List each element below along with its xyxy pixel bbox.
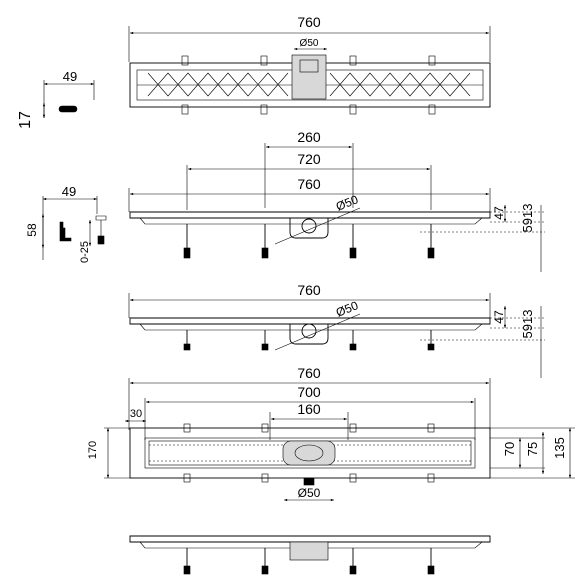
drain-body-side2 (129, 317, 491, 325)
top-view: 760 Ø50 49 17 (17, 14, 491, 129)
side-5913-view2: 5913 (520, 204, 535, 233)
side-view-3 (129, 535, 491, 575)
outlet-diameter-top: Ø50 (300, 38, 319, 49)
dim-170: 170 (87, 441, 99, 459)
side-47-view3: 47 (492, 310, 506, 324)
clip-width: 49 (63, 69, 77, 84)
outlet-top2 (282, 440, 336, 466)
dim-135: 135 (552, 437, 567, 459)
side-view-1: 260 720 760 Ø50 47 5913 (25, 129, 545, 272)
outlet-circle-side1 (301, 218, 317, 234)
drain-body-side3 (129, 535, 491, 543)
outlet-diameter-side2: Ø50 (334, 298, 361, 320)
feet-brackets-side2 (183, 330, 435, 351)
leveling-feet-side1 (183, 224, 435, 259)
dim-700: 700 (297, 384, 321, 400)
foot-width: 49 (62, 184, 76, 199)
side-5913-view3: 5913 (520, 310, 535, 339)
top-view-2: 760 700 30 160 Ø50 170 (87, 365, 575, 502)
dim-720: 720 (297, 151, 321, 167)
side-view-2: 760 Ø50 47 5913 (128, 282, 545, 378)
dim-160: 160 (297, 401, 321, 417)
outlet-circle-side2 (301, 323, 317, 339)
leveling-feet-top2 (183, 423, 435, 483)
clip-part (58, 105, 78, 113)
drain-body-side1 (129, 211, 491, 219)
leveling-feet-top (181, 55, 436, 115)
foot-part (59, 221, 72, 242)
side-47-view2: 47 (492, 206, 506, 220)
dim-70: 70 (502, 442, 517, 456)
clip-height: 17 (17, 111, 34, 129)
dim-760-top: 760 (297, 14, 321, 30)
leveling-feet-side3 (183, 548, 435, 575)
outlet-side3 (289, 541, 329, 561)
dim-760-side2: 760 (297, 282, 321, 298)
dim-760-side1: 760 (297, 176, 321, 192)
dim-75: 75 (525, 442, 540, 456)
foot-adjust: 0-25 (79, 241, 91, 263)
outlet-diameter-top2: Ø50 (298, 486, 321, 500)
outlet-top (291, 54, 327, 100)
dim-760-top2: 760 (297, 365, 321, 381)
outlet-diameter-side1: Ø50 (334, 192, 361, 214)
dim-30: 30 (130, 408, 142, 420)
dim-260: 260 (297, 129, 321, 145)
foot-height: 58 (25, 223, 39, 237)
